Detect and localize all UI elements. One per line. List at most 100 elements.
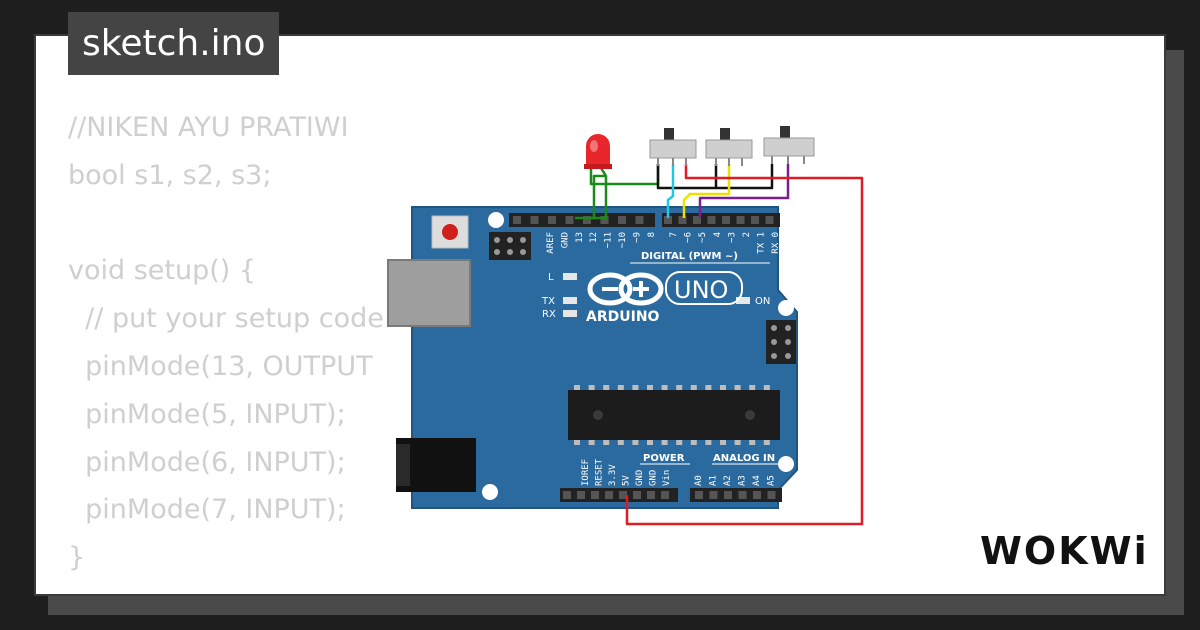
header-pin[interactable] [751,216,759,224]
header-pin[interactable] [605,491,613,499]
reset-button-cap[interactable] [442,224,458,240]
analog-label: ANALOG IN [713,453,775,464]
chip-pin [603,440,610,445]
microcontroller-chip [568,390,780,440]
header-pin[interactable] [693,216,701,224]
wire-red [625,164,864,526]
filename-tab[interactable]: sketch.ino [68,12,280,75]
led-on [736,297,750,304]
pin-label: 12 [589,232,599,243]
digital-header-right [662,213,780,227]
chip-pin [661,440,668,445]
usb-port [387,259,471,327]
code-line: pinMode(6, INPUT); [68,446,346,478]
header-pin[interactable] [736,216,745,224]
header-pin[interactable] [738,491,747,499]
chip-pin [720,385,726,390]
code-line: pinMode(13, OUTPUT [68,350,373,382]
header-pin[interactable] [753,491,761,499]
header-pin[interactable] [707,216,716,224]
chip-pin [676,385,683,390]
uno-label: UNO [674,276,728,304]
header-pin[interactable] [530,216,539,224]
code-line [68,200,384,248]
wire-black [656,164,718,190]
led-l-label: L [548,272,554,283]
chip-pin [574,385,580,390]
chip-pin [734,440,741,445]
slide-switch-2[interactable] [705,128,753,166]
header-pin[interactable] [765,216,774,224]
chip-pin [617,440,624,445]
chip-pin [632,385,639,390]
chip-pin [763,385,770,390]
pin-label: A0 [694,475,704,486]
code-line: //NIKEN AYU PRATIWI [68,112,349,143]
chip-dot [745,410,755,420]
pin-label: ~9 [632,232,642,243]
pin-label: GND [649,470,659,486]
header-pin[interactable] [664,216,672,224]
code-line: bool s1, s2, s3; [68,159,272,191]
mounting-hole [778,300,794,316]
pin-label: 5V [622,475,632,486]
wokwi-logo[interactable]: WOKWi [978,528,1150,576]
pin-label: GND [635,470,645,486]
pin-label: A5 [767,475,777,486]
pin-label: AREF [546,232,556,254]
header-pin[interactable] [563,491,571,499]
chip-pin [574,440,580,445]
led-rx-label: RX [542,309,556,320]
power-label: POWER [643,453,685,464]
header-pin[interactable] [767,491,776,499]
chip-pin [749,440,756,445]
pin-label: 3.3V [608,464,618,486]
chip-pin [647,440,653,445]
chip-pin [661,385,668,390]
header-pin[interactable] [591,491,599,499]
chip-pin [734,385,741,390]
header-pin[interactable] [722,216,730,224]
header-pin[interactable] [577,491,585,499]
mounting-hole [488,212,504,228]
header-pin[interactable] [647,491,655,499]
chip-pin [705,385,712,390]
header-pin[interactable] [565,216,574,224]
pin-label: A3 [738,475,748,486]
header-pin[interactable] [678,216,687,224]
chip-pin [690,385,697,390]
chip-pin [647,385,653,390]
header-pin[interactable] [513,216,521,224]
header-pin[interactable] [548,216,556,224]
pin-label: ~3 [727,232,737,243]
chip-dot [593,410,603,420]
header-pin[interactable] [583,216,591,224]
header-pin[interactable] [635,216,644,224]
wire-purple [698,164,790,218]
header-pin[interactable] [695,491,703,499]
chip-pin [603,385,610,390]
chip-pin [588,385,595,390]
code-line: pinMode(7, INPUT); [68,494,346,526]
pin-label: ~5 [698,232,708,243]
header-pin[interactable] [600,216,609,224]
pin-label: GND [560,232,570,248]
led-on-label: ON [755,296,770,307]
header-pin[interactable] [661,491,669,499]
header-pin[interactable] [709,491,718,499]
header-pin[interactable] [618,216,626,224]
header-pin[interactable] [633,491,641,499]
slide-switch-1[interactable] [649,128,697,166]
icsp-header [489,232,531,260]
chip-pin [705,440,712,445]
header-pin[interactable] [619,491,627,499]
pin-label: 4 [713,232,723,237]
red-led[interactable] [584,134,612,169]
header-pin[interactable] [724,491,732,499]
power-jack-tip [396,444,410,486]
digital-header-label: DIGITAL (PWM ~) [641,251,738,262]
pin-label: 13 [575,232,585,243]
pin-label: 2 [742,232,752,237]
slide-switch-3[interactable] [763,126,815,164]
